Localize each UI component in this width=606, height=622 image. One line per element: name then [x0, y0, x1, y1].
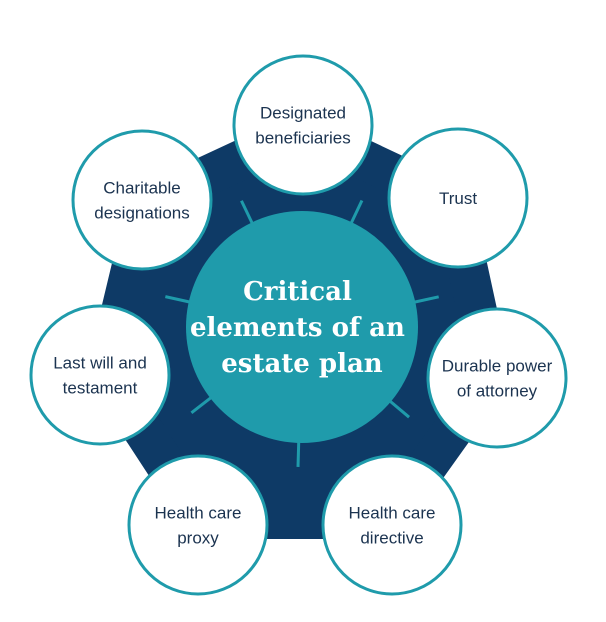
element-node: Health care directive [321, 454, 463, 596]
element-node: Designated beneficiaries [232, 54, 374, 196]
element-circle [426, 307, 568, 449]
element-circle [29, 304, 171, 446]
element-label-line: proxy [177, 529, 219, 548]
element-node: Health care proxy [127, 454, 269, 596]
element-circle [321, 454, 463, 596]
element-label-line: testament [63, 379, 138, 398]
element-label: Trust [439, 189, 477, 208]
element-node: Trust [387, 127, 529, 269]
element-circle [387, 127, 529, 269]
element-node: Last will and testament [29, 304, 171, 446]
element-label: Health care proxy [155, 504, 242, 548]
element-node: Durable power of attorney [426, 307, 568, 449]
element-label-line: Health care [155, 504, 242, 523]
element-label-line: Designated [260, 104, 346, 123]
element-label-line: directive [360, 529, 423, 548]
center-title: Critical elements of an estate plan [190, 277, 414, 379]
element-label-line: designations [94, 204, 189, 223]
center-title-line: elements of an [190, 313, 405, 343]
element-circle [127, 454, 269, 596]
center-title-line: Critical [243, 277, 352, 307]
center-title-line: estate plan [221, 349, 383, 379]
element-node: Charitable designations [71, 129, 213, 271]
element-circle [232, 54, 374, 196]
element-label-line: Trust [439, 189, 477, 208]
element-label-line: Last will and [53, 354, 147, 373]
element-label-line: Durable power [442, 357, 553, 376]
element-label: Charitable designations [94, 179, 189, 223]
center-circle [186, 211, 418, 443]
element-circle [71, 129, 213, 271]
element-label: Designated beneficiaries [255, 104, 350, 148]
element-label: Health care directive [349, 504, 436, 548]
element-label-line: of attorney [457, 382, 538, 401]
element-label-line: Health care [349, 504, 436, 523]
element-label: Durable power of attorney [442, 357, 553, 401]
element-label-line: beneficiaries [255, 129, 350, 148]
element-label: Last will and testament [53, 354, 147, 398]
element-label-line: Charitable [103, 179, 181, 198]
